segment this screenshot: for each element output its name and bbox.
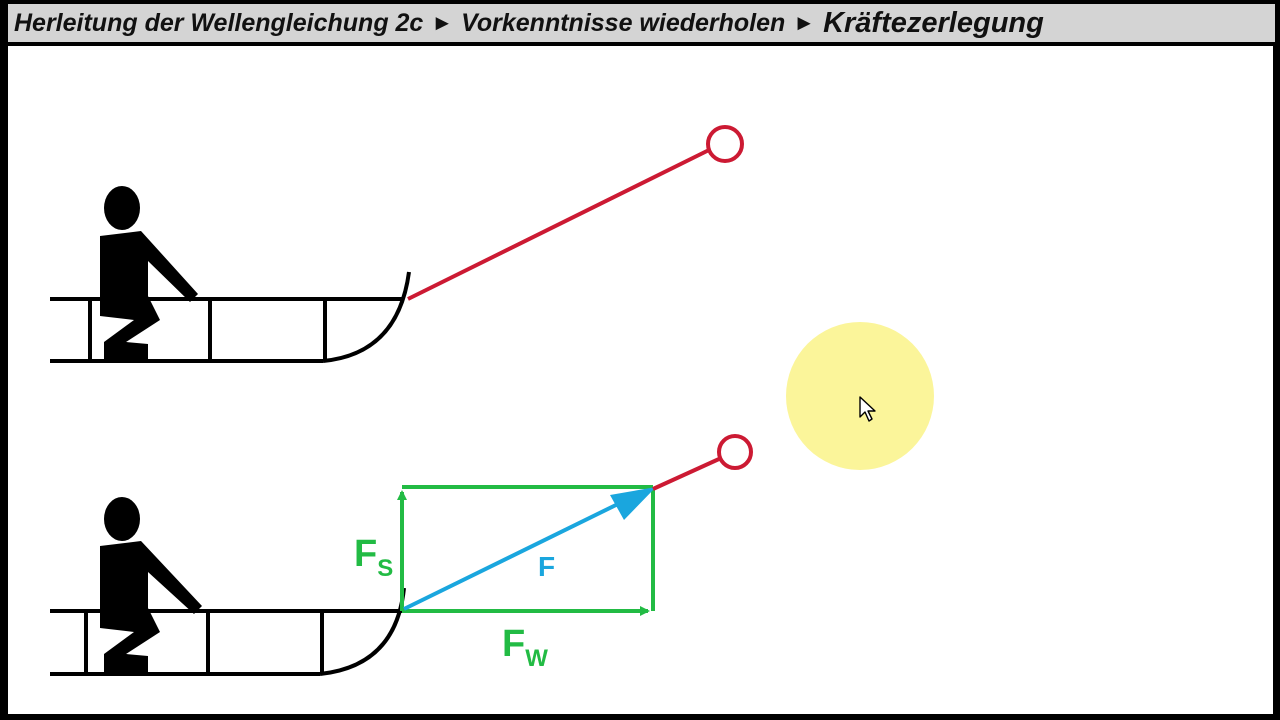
label-fs: FS — [354, 533, 393, 582]
cursor-arrow-icon — [859, 396, 876, 422]
title-bar: Herleitung der Wellengleichung 2c ► Vork… — [8, 4, 1275, 42]
force-rectangle — [402, 485, 655, 611]
label-fw-main: F — [502, 623, 525, 665]
label-fs-main: F — [354, 533, 377, 575]
vector-f — [403, 487, 656, 611]
breadcrumb-item-2: Vorkenntnisse wiederholen — [461, 8, 786, 37]
rope-upper — [407, 125, 744, 301]
cursor-highlight — [786, 322, 934, 470]
breadcrumb-item-1: Herleitung der Wellengleichung 2c — [14, 8, 424, 37]
label-fs-sub: S — [377, 555, 393, 582]
breadcrumb-separator-1: ► — [431, 10, 454, 35]
label-fw: FW — [502, 623, 548, 672]
breadcrumb-separator-2: ► — [793, 10, 816, 35]
rope-lower — [652, 434, 753, 491]
person-lower — [100, 497, 202, 672]
label-fw-sub: W — [525, 645, 548, 672]
breadcrumb-item-current: Kräftezerlegung — [823, 6, 1044, 39]
slide-canvas: FS F FW — [8, 46, 1273, 714]
label-f: F — [538, 551, 555, 582]
force-diagram: FS F FW — [50, 125, 934, 676]
person-upper — [100, 186, 198, 360]
